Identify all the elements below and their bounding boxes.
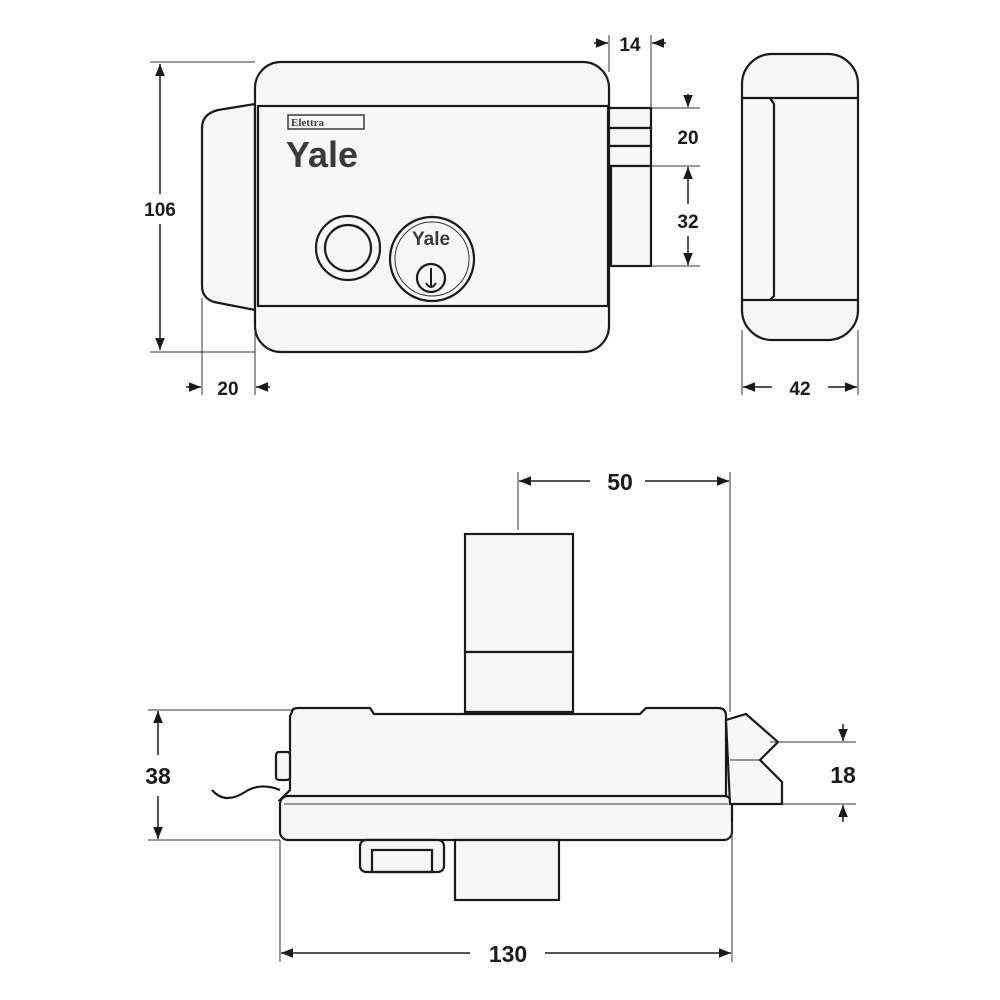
- latch-bolt-lower: [607, 126, 653, 148]
- dim-14-label: 14: [619, 35, 641, 56]
- key-cylinder-inner: [394, 221, 470, 297]
- top-latch: [724, 712, 784, 806]
- cylinder-logo: Yale: [412, 229, 450, 250]
- side-case: [740, 52, 860, 342]
- top-bottom-block: [453, 838, 561, 902]
- front-faceplate: [256, 104, 610, 308]
- dim-106-mask: [138, 194, 182, 224]
- keyhole-ring: [415, 262, 447, 294]
- top-baseplate: [278, 794, 734, 842]
- side-faceplate: [742, 96, 776, 302]
- top-case: [277, 706, 728, 802]
- brand-sub-text: Elettra: [291, 117, 324, 129]
- push-button-inner: [323, 223, 373, 273]
- top-view: 50 38 18 130: [145, 469, 856, 967]
- key-cylinder: [388, 215, 476, 303]
- dim-106-label: 106: [144, 200, 176, 221]
- dim-130-label: 130: [489, 941, 527, 967]
- keyhole-icon: [425, 268, 437, 288]
- dim-20h-label: 20: [217, 379, 238, 400]
- top-bottom-knob-inner: [370, 848, 434, 874]
- front-view: Elettra Yale Yale 106 20 14: [138, 35, 700, 400]
- top-wire: [211, 785, 281, 800]
- front-handle: [200, 102, 257, 312]
- main-bolt: [609, 164, 653, 268]
- top-side-button: [274, 750, 292, 782]
- dim-32-label: 32: [677, 212, 698, 233]
- push-button-outer: [314, 214, 382, 282]
- dim-38-label: 38: [145, 763, 171, 789]
- dim-18-label: 18: [830, 762, 856, 788]
- dim-42-label: 42: [789, 379, 810, 400]
- dead-bolt: [607, 144, 653, 168]
- brand-sub-box: [287, 114, 365, 130]
- dim-50-label: 50: [607, 469, 633, 495]
- dim-20l-label: 20: [677, 128, 698, 149]
- top-bolt-upper: [463, 532, 575, 654]
- brand-logo: Yale: [286, 134, 358, 175]
- side-view: 42: [740, 52, 860, 400]
- top-bolt-lower: [463, 650, 575, 714]
- latch-bolt: [607, 106, 653, 130]
